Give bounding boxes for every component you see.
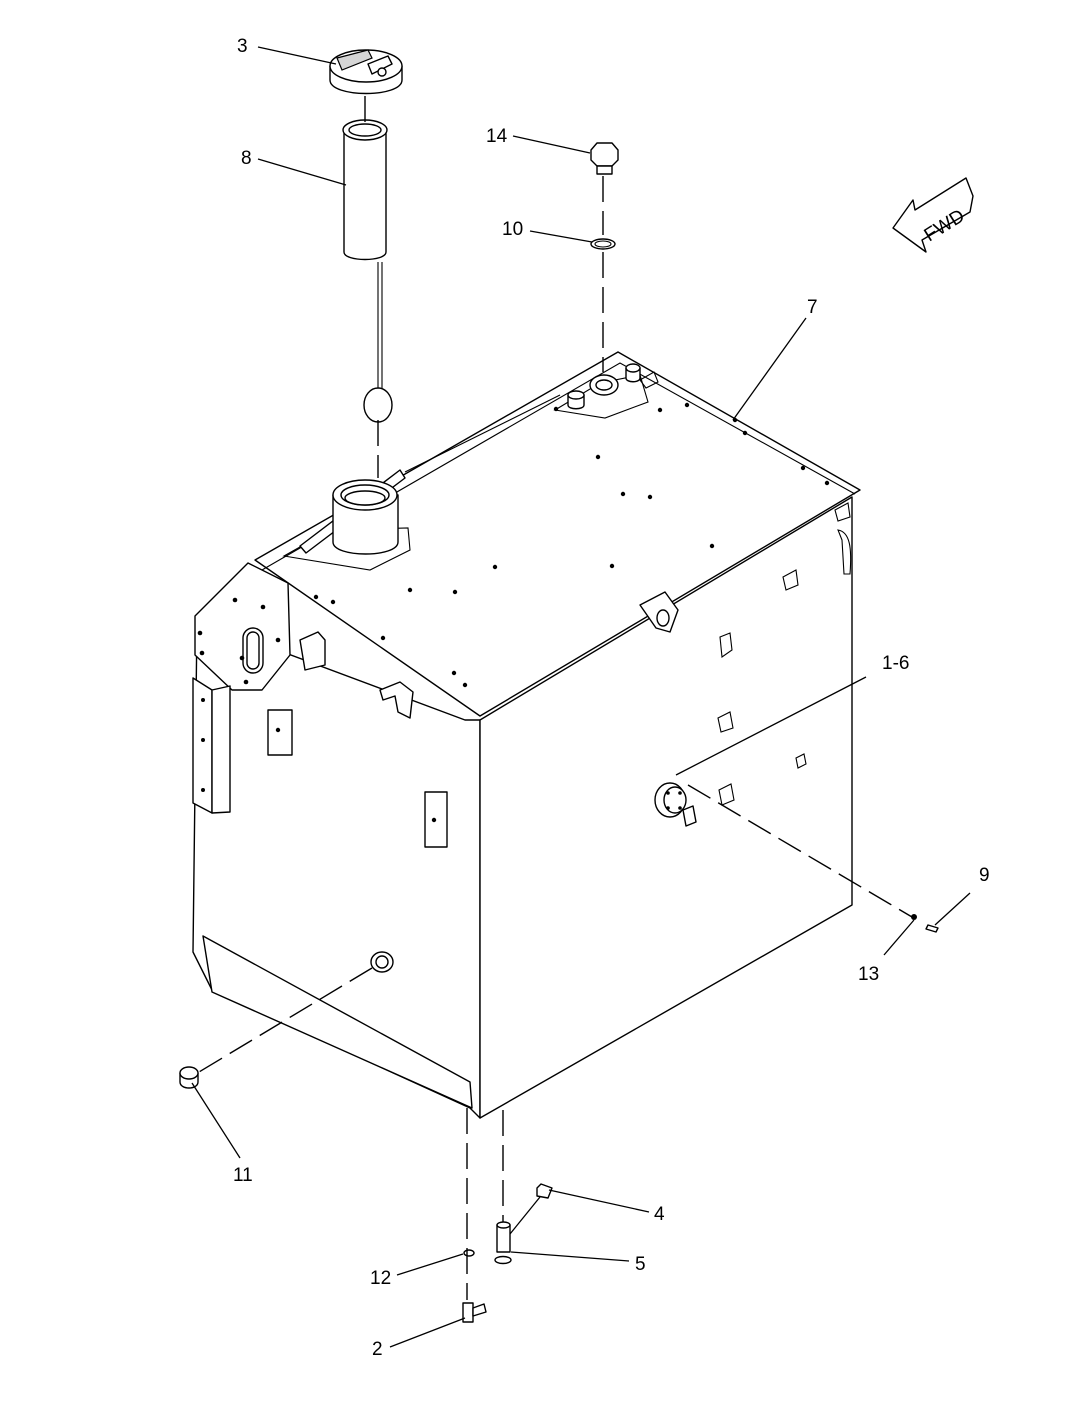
strainer [342, 119, 393, 423]
assembly-lines [198, 96, 913, 1300]
callout-7: 7 [807, 297, 818, 318]
callout-5: 5 [635, 1254, 646, 1275]
o-ring [590, 238, 616, 250]
callout-8: 8 [241, 148, 252, 169]
drain-valve-assembly [494, 1183, 553, 1265]
callout-11: 11 [233, 1165, 253, 1186]
callout-13: 13 [858, 964, 879, 985]
callout-3: 3 [237, 36, 248, 57]
tank-body [192, 351, 861, 1119]
breather-cap [329, 49, 403, 95]
fill-plug [590, 142, 619, 175]
sight-gauge [654, 782, 697, 827]
fwd-arrow-icon: FWD [892, 177, 974, 253]
callout-2: 2 [372, 1339, 383, 1360]
side-plug [179, 1066, 199, 1089]
callout-4: 4 [654, 1204, 665, 1225]
callout-12: 12 [370, 1268, 391, 1289]
callout-labels: 3 8 14 10 7 1-6 9 13 11 4 5 12 2 [233, 36, 990, 1360]
bolt-and-washer [911, 914, 939, 933]
callout-9: 9 [979, 865, 990, 886]
callout-14: 14 [486, 126, 508, 147]
callout-1-6: 1-6 [882, 653, 909, 674]
leader-lines [191, 46, 971, 1348]
callout-10: 10 [502, 219, 523, 240]
